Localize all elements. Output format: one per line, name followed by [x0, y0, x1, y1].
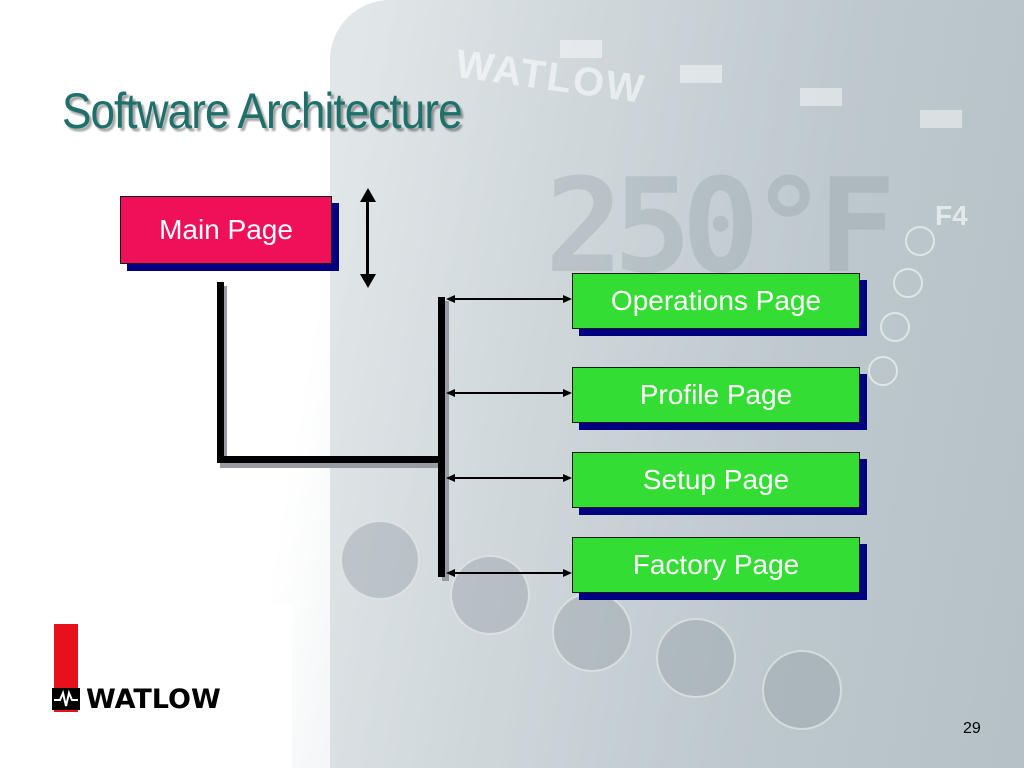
device-slot: [560, 40, 602, 58]
factory-page-label: Factory Page: [632, 549, 800, 580]
slide-title: Software Architecture: [62, 83, 463, 139]
device-down-key-icon: [762, 650, 842, 730]
arrow-line: [452, 477, 563, 479]
page-number: 29: [963, 720, 981, 737]
main-page-label: Main Page: [159, 214, 293, 245]
arrow-line: [452, 572, 563, 574]
arrow-left-head-icon: [446, 295, 455, 303]
device-info-key-icon: [450, 555, 530, 635]
logo-panel: [36, 605, 292, 768]
trunk-vertical-connector: [438, 297, 445, 577]
double-arrow-shaft: [366, 200, 369, 276]
horizontal-connector: [217, 456, 443, 463]
connector-shadow: [442, 301, 449, 581]
operations-page-label: Operations Page: [610, 285, 822, 316]
setup-page-box: Setup Page: [572, 452, 860, 508]
device-slot: [800, 88, 842, 106]
factory-page-box: Factory Page: [572, 537, 860, 593]
device-indicator-icon: [880, 312, 910, 342]
device-up-key-icon: [656, 618, 736, 698]
device-indicator-icon: [868, 356, 898, 386]
main-page-box: Main Page: [120, 196, 332, 264]
arrow-left-head-icon: [446, 474, 455, 482]
setup-page-label: Setup Page: [642, 464, 790, 495]
profile-page-box: Profile Page: [572, 367, 860, 423]
root-vertical-connector: [217, 282, 224, 462]
watlow-logo-mark-icon: [52, 688, 80, 710]
arrow-left-head-icon: [446, 569, 455, 577]
arrow-right-head-icon: [563, 295, 572, 303]
arrow-left-head-icon: [446, 389, 455, 397]
connector-shadow: [220, 461, 446, 468]
device-slot: [680, 65, 722, 83]
device-profile-key-icon: [340, 520, 420, 600]
arrow-right-head-icon: [563, 389, 572, 397]
device-model-label: F4: [935, 200, 968, 231]
arrow-line: [452, 392, 563, 394]
arrow-right-head-icon: [563, 474, 572, 482]
device-indicator-icon: [893, 268, 923, 298]
operations-page-box: Operations Page: [572, 273, 860, 329]
arrow-right-head-icon: [563, 569, 572, 577]
arrow-line: [452, 298, 563, 300]
watlow-logo-text: WATLOW: [86, 684, 221, 715]
device-slot: [920, 110, 962, 128]
profile-page-label: Profile Page: [639, 379, 793, 410]
device-left-key-icon: [552, 592, 632, 672]
device-indicator-icon: [905, 226, 935, 256]
double-arrow-icon: [360, 188, 376, 288]
